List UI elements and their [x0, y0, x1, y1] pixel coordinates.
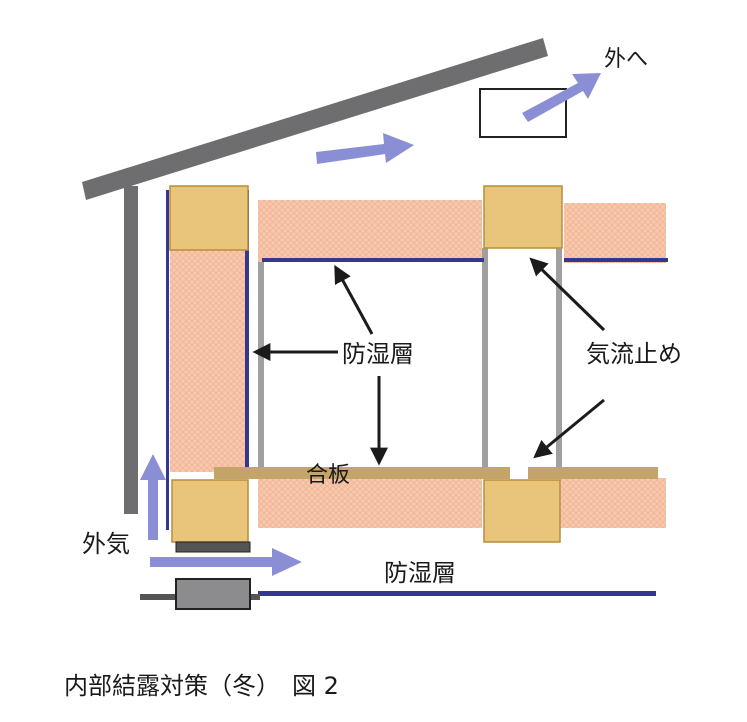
wall-insulation: [170, 250, 246, 472]
ceiling-insulation-left: [258, 200, 482, 262]
vapor-barrier-ceiling-left: [262, 258, 484, 262]
airflow-arrow-up: [140, 454, 166, 540]
airflow-arrow-ground: [150, 548, 302, 576]
pointer-airstop-top: [529, 257, 606, 332]
airflow-arrow-exit: [522, 73, 601, 122]
pointer-airstop-bottom: [533, 398, 605, 459]
floor-insulation-right: [560, 478, 666, 528]
floor-insulation-left: [258, 478, 482, 528]
airflow-arrow-attic: [316, 133, 414, 164]
stud-top-left: [169, 185, 249, 251]
ground-vent-icon: [175, 578, 251, 610]
label-outside-exit: 外へ: [604, 47, 648, 72]
plywood-left: [214, 467, 510, 479]
plywood-right: [528, 467, 658, 479]
stud-bottom-left: [171, 479, 249, 543]
label-outside-air: 外気: [82, 530, 130, 558]
label-vapor-barrier-wall: 防湿層: [342, 340, 414, 368]
pointer-ceiling-barrier: [334, 264, 374, 335]
figure-caption: 内部結露対策（冬） 図 2: [64, 672, 339, 700]
wall-interior-line: [258, 262, 264, 470]
stud-bottom-right: [483, 479, 561, 543]
vapor-barrier-ground: [258, 591, 656, 596]
vapor-barrier-wall: [245, 190, 249, 474]
partition-left-line: [482, 248, 488, 470]
ceiling-insulation-right: [564, 203, 666, 263]
label-vapor-barrier-floor: 防湿層: [384, 559, 456, 587]
vapor-barrier-ceiling-right: [564, 258, 668, 262]
partition-right-line: [556, 248, 562, 470]
sill-plate: [175, 541, 251, 553]
label-airflow-stop: 気流止め: [586, 340, 682, 368]
eave-post: [124, 186, 138, 514]
roof-slab: [82, 38, 548, 200]
stud-top-right: [483, 185, 563, 249]
label-plywood: 合板: [306, 463, 350, 488]
vapor-barrier-wall-outer: [166, 190, 169, 530]
